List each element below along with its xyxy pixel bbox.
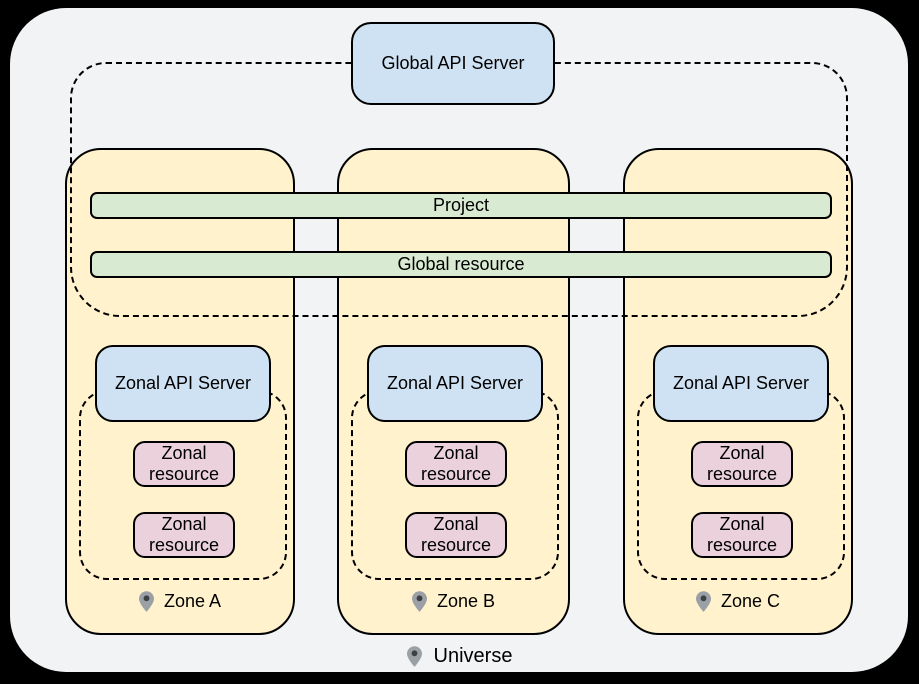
zone-a-container: Zonal API Server Zonal resource Zonal re… [65, 148, 295, 635]
zone-c-zonal-api-server: Zonal API Server [653, 345, 829, 422]
zone-a-label-text: Zone A [163, 590, 222, 611]
global-api-server: Global API Server [351, 22, 555, 105]
zone-b-zonal-resource-1: Zonal resource [405, 441, 507, 487]
zone-c-label-text: Zone C [720, 590, 781, 611]
universe-label: Universe [0, 643, 919, 669]
zone-a-label: Zone A [67, 588, 293, 614]
zone-a-zonal-resource-2: Zonal resource [133, 512, 235, 558]
zone-c-zonal-resource-1: Zonal resource [691, 441, 793, 487]
zone-b-label-text: Zone B [436, 590, 496, 611]
zone-b-zonal-api-server: Zonal API Server [367, 345, 543, 422]
location-pin-icon [411, 590, 427, 612]
location-pin-icon [406, 645, 422, 667]
zone-c-label: Zone C [625, 588, 851, 614]
zone-b-label: Zone B [339, 588, 568, 614]
location-pin-icon [138, 590, 154, 612]
global-resource-bar: Global resource [90, 251, 832, 278]
zone-a-zonal-api-server: Zonal API Server [95, 345, 271, 422]
location-pin-icon [695, 590, 711, 612]
zone-c-container: Zonal API Server Zonal resource Zonal re… [623, 148, 853, 635]
zone-b-zonal-resource-2: Zonal resource [405, 512, 507, 558]
project-bar: Project [90, 192, 832, 219]
zone-c-zonal-resource-2: Zonal resource [691, 512, 793, 558]
zone-b-container: Zonal API Server Zonal resource Zonal re… [337, 148, 570, 635]
zone-a-zonal-resource-1: Zonal resource [133, 441, 235, 487]
universe-label-text: Universe [433, 644, 513, 667]
